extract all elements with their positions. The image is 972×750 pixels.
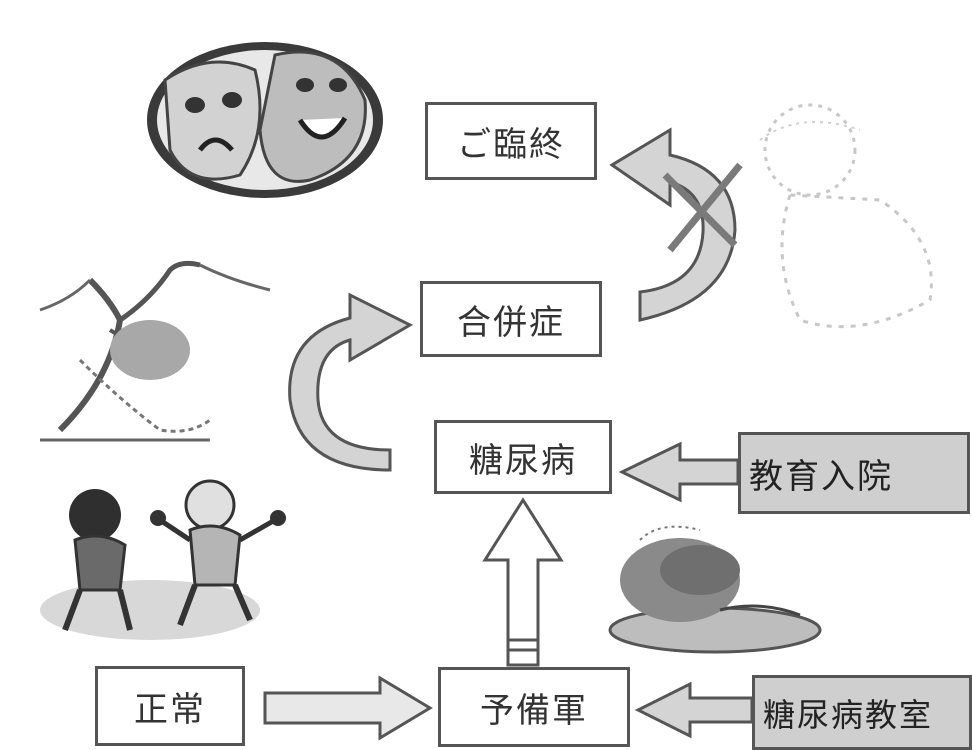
box-gappeisho-label: 合併症 bbox=[457, 302, 565, 343]
box-gappeisho: 合併症 bbox=[420, 281, 602, 357]
box-seijo-label: 正常 bbox=[134, 689, 206, 730]
box-tonyobyo: 糖尿病 bbox=[434, 420, 612, 494]
cross-mark-icon bbox=[662, 162, 743, 253]
arrow-yobigun-to-tonyobyo bbox=[482, 497, 564, 667]
box-yobigun-label: 予備軍 bbox=[480, 690, 588, 731]
box-seijo: 正常 bbox=[95, 666, 245, 746]
curved-arrow-to-gappeisho bbox=[288, 292, 414, 472]
arrow-kyoshitsu-to-yobigun bbox=[634, 681, 754, 739]
theater-masks-icon bbox=[147, 42, 383, 198]
faded-figure-icon bbox=[759, 103, 933, 329]
withered-tree-icon bbox=[39, 260, 271, 442]
curved-arrow-to-goshokatsu bbox=[609, 127, 737, 322]
box-kyoiku-nyuin: 教育入院 bbox=[738, 432, 970, 514]
box-tonyobyo-label: 糖尿病 bbox=[469, 440, 577, 481]
arrow-seijo-to-yobigun bbox=[263, 675, 433, 741]
box-yobigun: 予備軍 bbox=[438, 667, 630, 747]
box-tonyobyo-kyoshitsu-label: 糖尿病教室 bbox=[763, 695, 934, 734]
box-kyoiku-nyuin-label: 教育入院 bbox=[749, 456, 893, 497]
food-plate-icon bbox=[608, 525, 822, 654]
box-tonyobyo-kyoshitsu: 糖尿病教室 bbox=[752, 675, 972, 750]
exercising-people-icon bbox=[40, 479, 286, 640]
arrow-kyoiku-to-tonyobyo bbox=[618, 441, 740, 503]
box-goshokatsu-label: ご臨終 bbox=[457, 124, 565, 165]
box-goshokatsu: ご臨終 bbox=[425, 102, 597, 180]
